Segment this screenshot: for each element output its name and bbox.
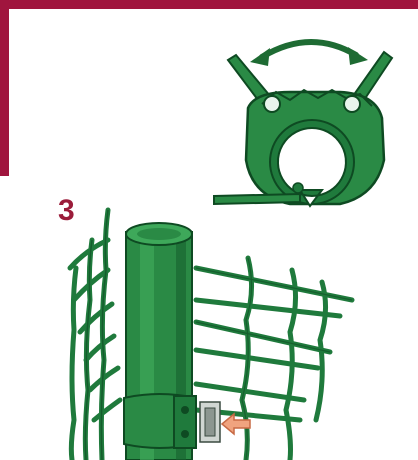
clamp-body bbox=[246, 90, 384, 206]
left-hinge bbox=[264, 96, 280, 112]
clamp-screw-bottom bbox=[181, 430, 189, 438]
post-clamp bbox=[124, 394, 196, 448]
post-clamp-assembly bbox=[70, 210, 352, 460]
clamp-rotation-detail bbox=[214, 42, 392, 206]
clamp-screw-top bbox=[181, 406, 189, 414]
insert-bracket bbox=[200, 402, 220, 442]
clamp-bolt bbox=[293, 183, 303, 193]
right-hinge bbox=[344, 96, 360, 112]
clamp-bar bbox=[214, 194, 300, 204]
left-fence-panel bbox=[70, 210, 120, 460]
rotation-arrow-icon bbox=[250, 42, 368, 66]
step-number: 3 bbox=[58, 196, 75, 226]
